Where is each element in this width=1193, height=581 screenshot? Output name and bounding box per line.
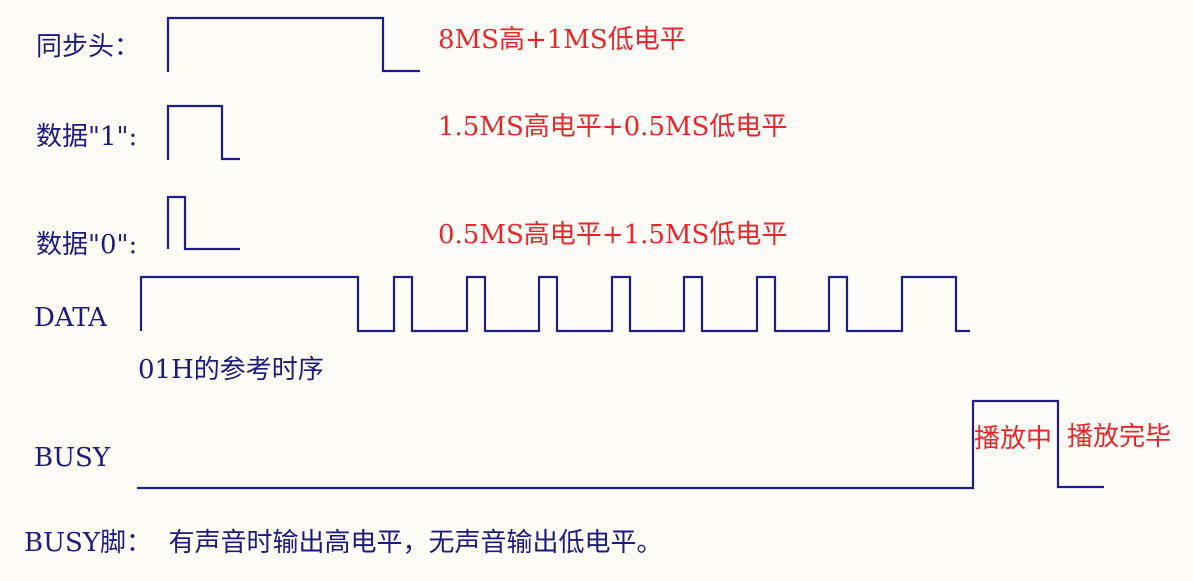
data-waveform	[139, 275, 970, 333]
data1-annotation: 1.5MS高电平+0.5MS低电平	[438, 112, 788, 142]
timing-caption: 01H的参考时序	[138, 355, 324, 385]
sync-annotation: 8MS高+1MS低电平	[438, 25, 686, 55]
busy-label: BUSY	[34, 443, 110, 473]
data1-label: 数据"1":	[36, 122, 138, 152]
data0-label: 数据"0":	[36, 230, 138, 260]
data0-waveform	[166, 195, 240, 251]
busy-pin-description: BUSY脚： 有声音时输出高电平，无声音输出低电平。	[24, 528, 663, 558]
busy-playing-annotation: 播放中	[974, 424, 1053, 454]
data1-waveform	[166, 104, 240, 161]
data-label: DATA	[34, 303, 107, 333]
sync-label: 同步头：	[36, 32, 141, 62]
busy-done-annotation: 播放完毕	[1067, 422, 1172, 452]
sync-waveform	[166, 16, 420, 73]
data0-annotation: 0.5MS高电平+1.5MS低电平	[438, 220, 788, 250]
busy-waveform	[137, 399, 1104, 490]
